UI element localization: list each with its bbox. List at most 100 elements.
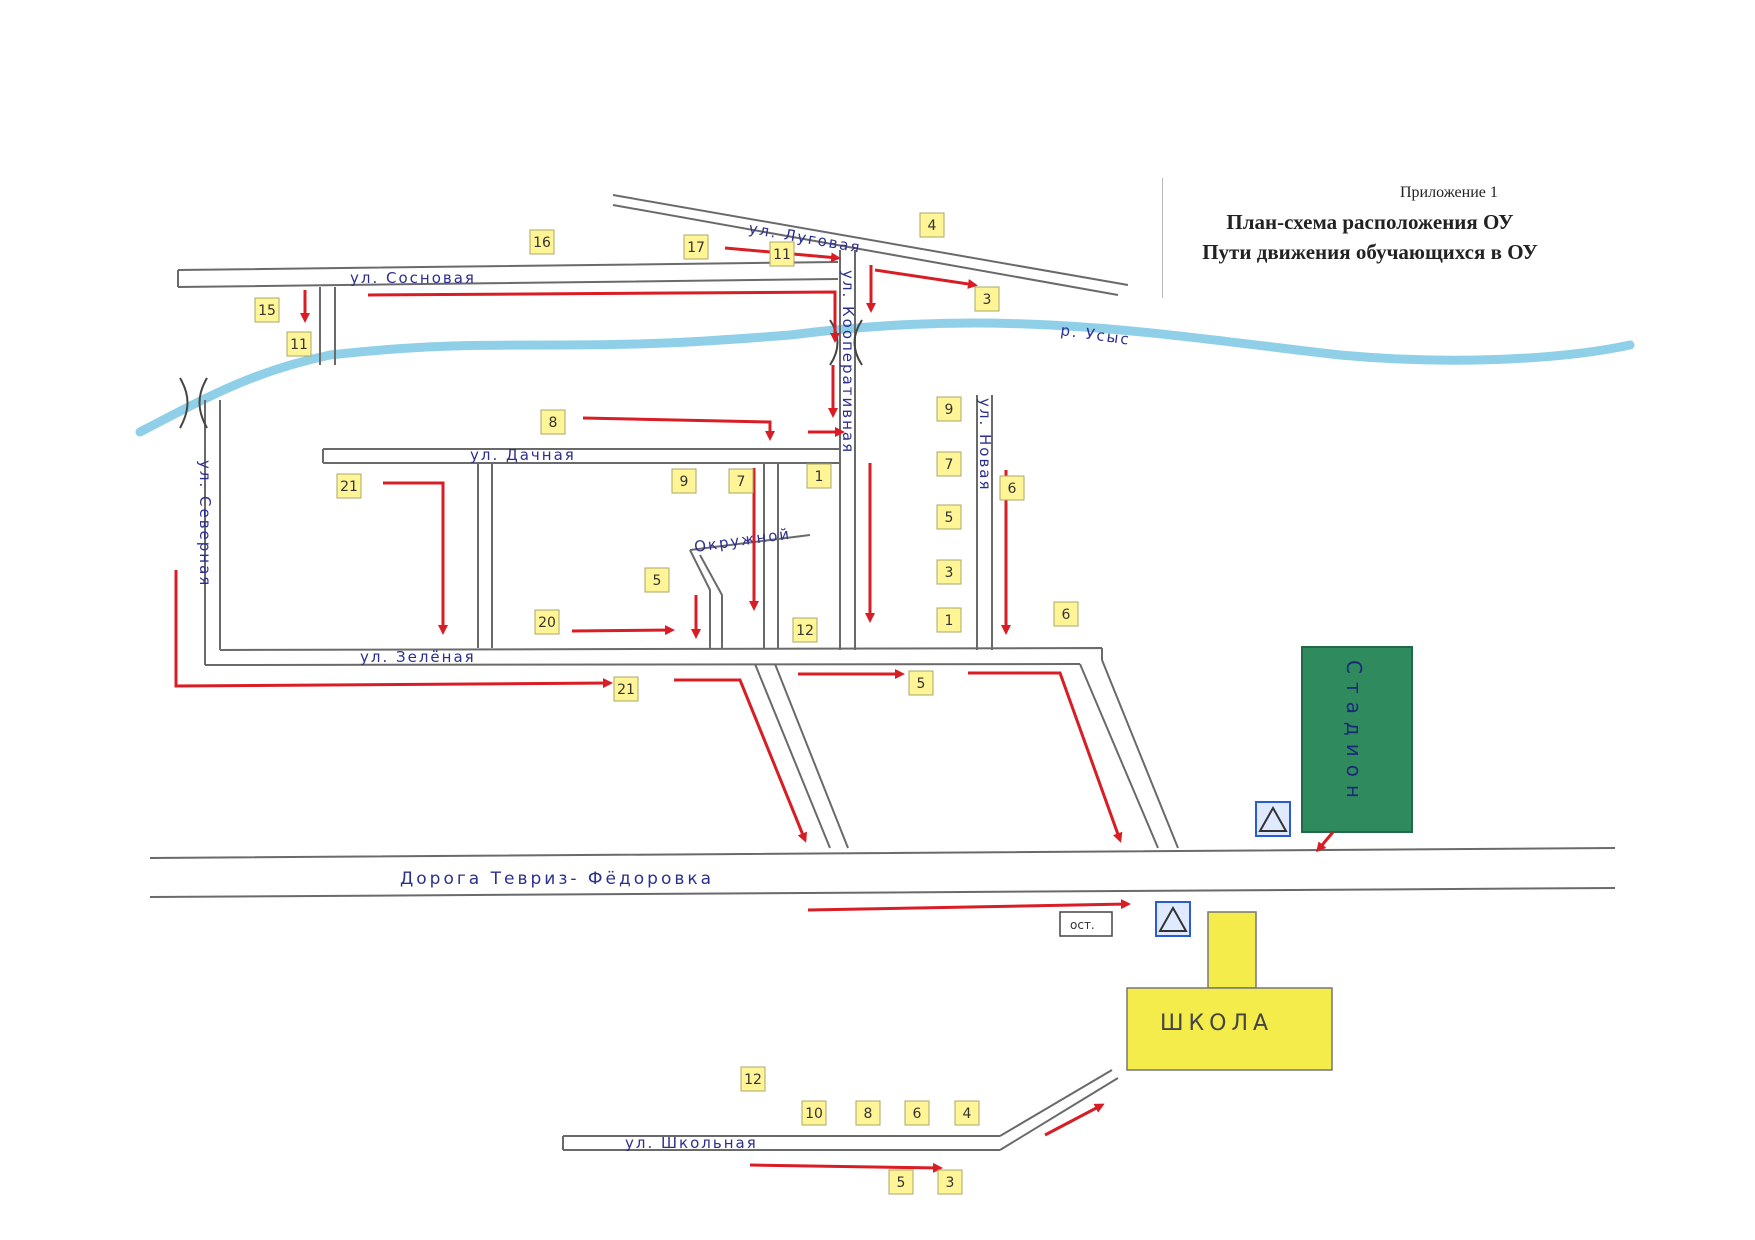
map-subtitle: Пути движения обучающихся в ОУ [1202, 240, 1538, 264]
river-label: р. Усыс [1059, 321, 1131, 349]
house-number-box: 5 [908, 670, 934, 696]
house-number-box: 17 [683, 234, 709, 260]
house-number-box: 7 [728, 468, 754, 494]
house-number-box: 5 [936, 504, 962, 530]
house-number-box: 11 [769, 241, 795, 267]
house-number: 4 [963, 1106, 972, 1122]
house-number-box: 6 [1053, 601, 1079, 627]
map-title: План-схема расположения ОУ [1226, 210, 1514, 234]
house-number: 1 [815, 469, 824, 485]
street-sosnovaya-connector [319, 287, 336, 365]
street-label-sosnovaya: ул. Сосновая [350, 269, 476, 287]
bus-stop-label: ост. [1070, 918, 1095, 932]
street-dachnaya [322, 448, 840, 464]
house-number-box: 3 [974, 286, 1000, 312]
house-number: 17 [687, 240, 705, 256]
street-novaya [976, 395, 993, 650]
house-number-box: 12 [740, 1066, 766, 1092]
street-severnaya [204, 400, 221, 665]
house-number: 15 [258, 303, 276, 319]
streets [149, 194, 1616, 1151]
street-label-kooperativnaya: ул. Кооперативная [839, 270, 857, 454]
house-number-box: 20 [534, 609, 560, 635]
house-number: 12 [744, 1072, 762, 1088]
house-number: 6 [1008, 481, 1017, 497]
house-number: 5 [917, 676, 926, 692]
street-lugovaya [612, 194, 1129, 296]
pedestrian-crossing-sign-icon [1255, 801, 1291, 837]
house-number: 21 [617, 682, 635, 698]
house-number: 16 [533, 235, 551, 251]
school-building [1126, 987, 1333, 1071]
house-number-box: 3 [937, 1169, 963, 1195]
house-number-box: 9 [671, 468, 697, 494]
house-number: 6 [1062, 607, 1071, 623]
house-number: 10 [805, 1106, 823, 1122]
house-number-box: 4 [919, 212, 945, 238]
house-number-box: 1 [936, 607, 962, 633]
street-zelenaya [204, 647, 1103, 666]
street-shkolnaya [562, 1069, 1119, 1151]
street-label-zelenaya: ул. Зелёная [360, 648, 476, 666]
house-number-box: 3 [936, 559, 962, 585]
house-number: 12 [796, 623, 814, 639]
house-number-box: 21 [336, 473, 362, 499]
street-label-dachnaya: ул. Дачная [470, 446, 576, 464]
stadium-label: Стадион [1342, 660, 1366, 806]
house-number: 7 [737, 474, 746, 490]
street-label-novaya: ул. Новая [976, 398, 994, 492]
house-number-boxes: 1617114315118219719753166315201252112108… [254, 212, 1079, 1195]
house-number-box: 10 [801, 1100, 827, 1126]
street-label-shkolnaya: ул. Школьная [625, 1134, 758, 1152]
house-number-box: 1 [806, 463, 832, 489]
house-number-box: 5 [888, 1169, 914, 1195]
street-kruzhnoy [689, 534, 811, 648]
house-number-box: 12 [792, 617, 818, 643]
house-number-box: 21 [613, 676, 639, 702]
house-number-box: 7 [936, 451, 962, 477]
street-dachnaya-branch [477, 463, 493, 648]
header-divider [1162, 178, 1163, 298]
house-number-box: 8 [855, 1100, 881, 1126]
house-number: 11 [290, 337, 308, 353]
house-number: 3 [945, 565, 954, 581]
house-number-box: 6 [999, 475, 1025, 501]
house-number: 21 [340, 479, 358, 495]
house-number: 3 [983, 292, 992, 308]
appendix-label: Приложение 1 [1400, 184, 1498, 201]
house-number: 9 [680, 474, 689, 490]
house-number: 8 [549, 415, 558, 431]
house-number-box: 4 [954, 1100, 980, 1126]
bridge-icon [179, 319, 863, 429]
street-label-severnaya: ул. Северная [196, 460, 214, 587]
house-number-box: 15 [254, 297, 280, 323]
school-label: ШКОЛА [1160, 1011, 1273, 1036]
house-number: 7 [945, 457, 954, 473]
house-number: 11 [773, 247, 791, 263]
street-zelenaya-exit-2 [1079, 659, 1179, 849]
school-annex [1207, 911, 1257, 989]
street-zelenaya-exit-1 [754, 663, 849, 849]
house-number-box: 11 [286, 331, 312, 357]
house-number: 3 [946, 1175, 955, 1191]
house-number-box: 9 [936, 396, 962, 422]
house-number: 5 [653, 573, 662, 589]
house-number: 1 [945, 613, 954, 629]
pedestrian-crossing-sign-icon [1155, 901, 1191, 937]
river-usys [135, 318, 1635, 437]
house-number: 8 [864, 1106, 873, 1122]
house-number: 4 [928, 218, 937, 234]
bus-stop [1059, 911, 1113, 937]
house-number: 5 [897, 1175, 906, 1191]
house-number: 20 [538, 615, 556, 631]
stadium [1301, 646, 1413, 833]
house-number-box: 5 [644, 567, 670, 593]
house-number-box: 6 [904, 1100, 930, 1126]
street-dachnaya-branch-2 [763, 463, 779, 648]
house-number: 9 [945, 402, 954, 418]
house-number-box: 8 [540, 409, 566, 435]
street-sosnovaya [177, 261, 839, 288]
house-number-box: 16 [529, 229, 555, 255]
house-number: 6 [913, 1106, 922, 1122]
house-number: 5 [945, 510, 954, 526]
